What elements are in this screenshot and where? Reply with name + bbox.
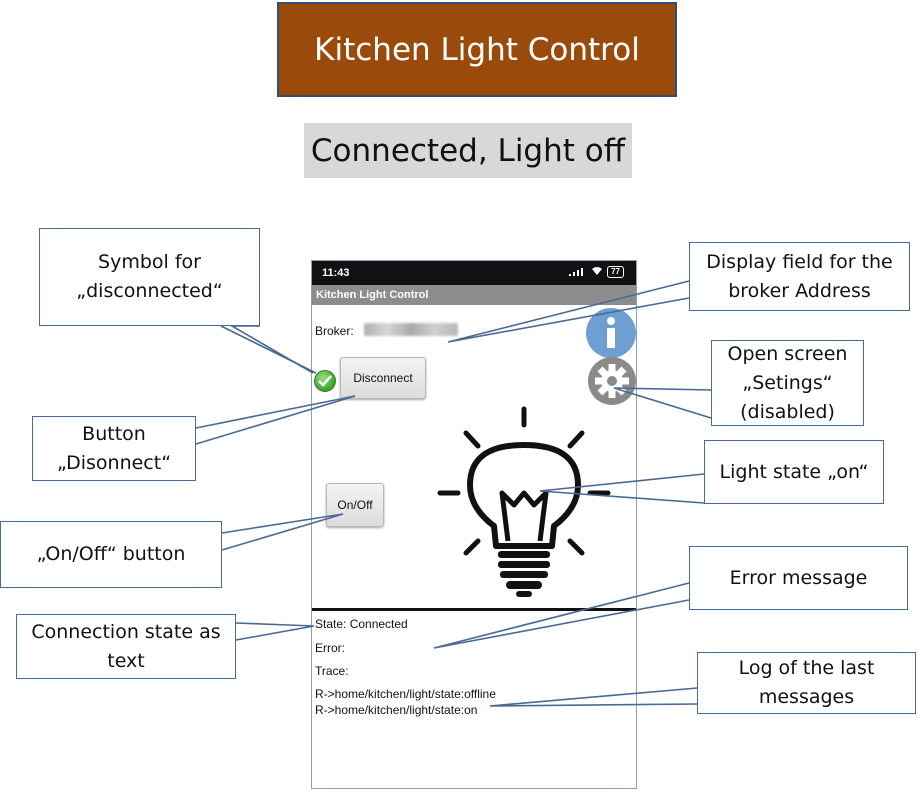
callout-light-state: Light state „on“	[704, 440, 884, 504]
battery-icon: 77	[607, 266, 624, 278]
page-title: Kitchen Light Control	[277, 2, 677, 97]
callout-disconnect-button: Button „Disonnect“	[32, 416, 196, 481]
on-off-button[interactable]: On/Off	[326, 483, 384, 527]
signal-icon	[569, 267, 587, 278]
wifi-icon	[591, 266, 603, 278]
system-icons: 77	[569, 266, 624, 278]
callout-error: Error message	[689, 546, 908, 610]
broker-address-field	[364, 323, 458, 336]
log-line: R->home/kitchen/light/state:on	[315, 703, 478, 717]
check-icon	[314, 370, 336, 392]
callout-connection-state: Connection state as text	[16, 614, 236, 679]
info-icon[interactable]	[586, 308, 636, 358]
divider	[312, 608, 636, 611]
callout-symbol: Symbol for „disconnected“	[39, 228, 260, 326]
state-caption: Connected, Light off	[304, 123, 632, 178]
callout-log: Log of the last messages	[697, 652, 916, 714]
log-line: R->home/kitchen/light/state:offline	[315, 687, 496, 701]
callout-broker: Display field for the broker Address	[689, 242, 910, 311]
gear-icon[interactable]	[587, 356, 636, 406]
connection-state-text: State: Connected	[315, 617, 408, 631]
phone-screen: 11:43 77 Kitchen Light Control Broker: D…	[311, 260, 637, 789]
callout-settings: Open screen „Setings“ (disabled)	[711, 340, 864, 426]
status-bar: 11:43 77	[312, 261, 636, 285]
broker-label: Broker:	[315, 324, 354, 338]
app-title-bar: Kitchen Light Control	[312, 285, 636, 305]
status-time: 11:43	[322, 267, 350, 279]
callout-onoff-button: „On/Off“ button	[0, 521, 222, 588]
trace-label: Trace:	[315, 664, 349, 678]
disconnect-button[interactable]: Disconnect	[340, 357, 426, 399]
error-text: Error:	[315, 641, 345, 655]
lightbulb-icon	[436, 401, 616, 601]
